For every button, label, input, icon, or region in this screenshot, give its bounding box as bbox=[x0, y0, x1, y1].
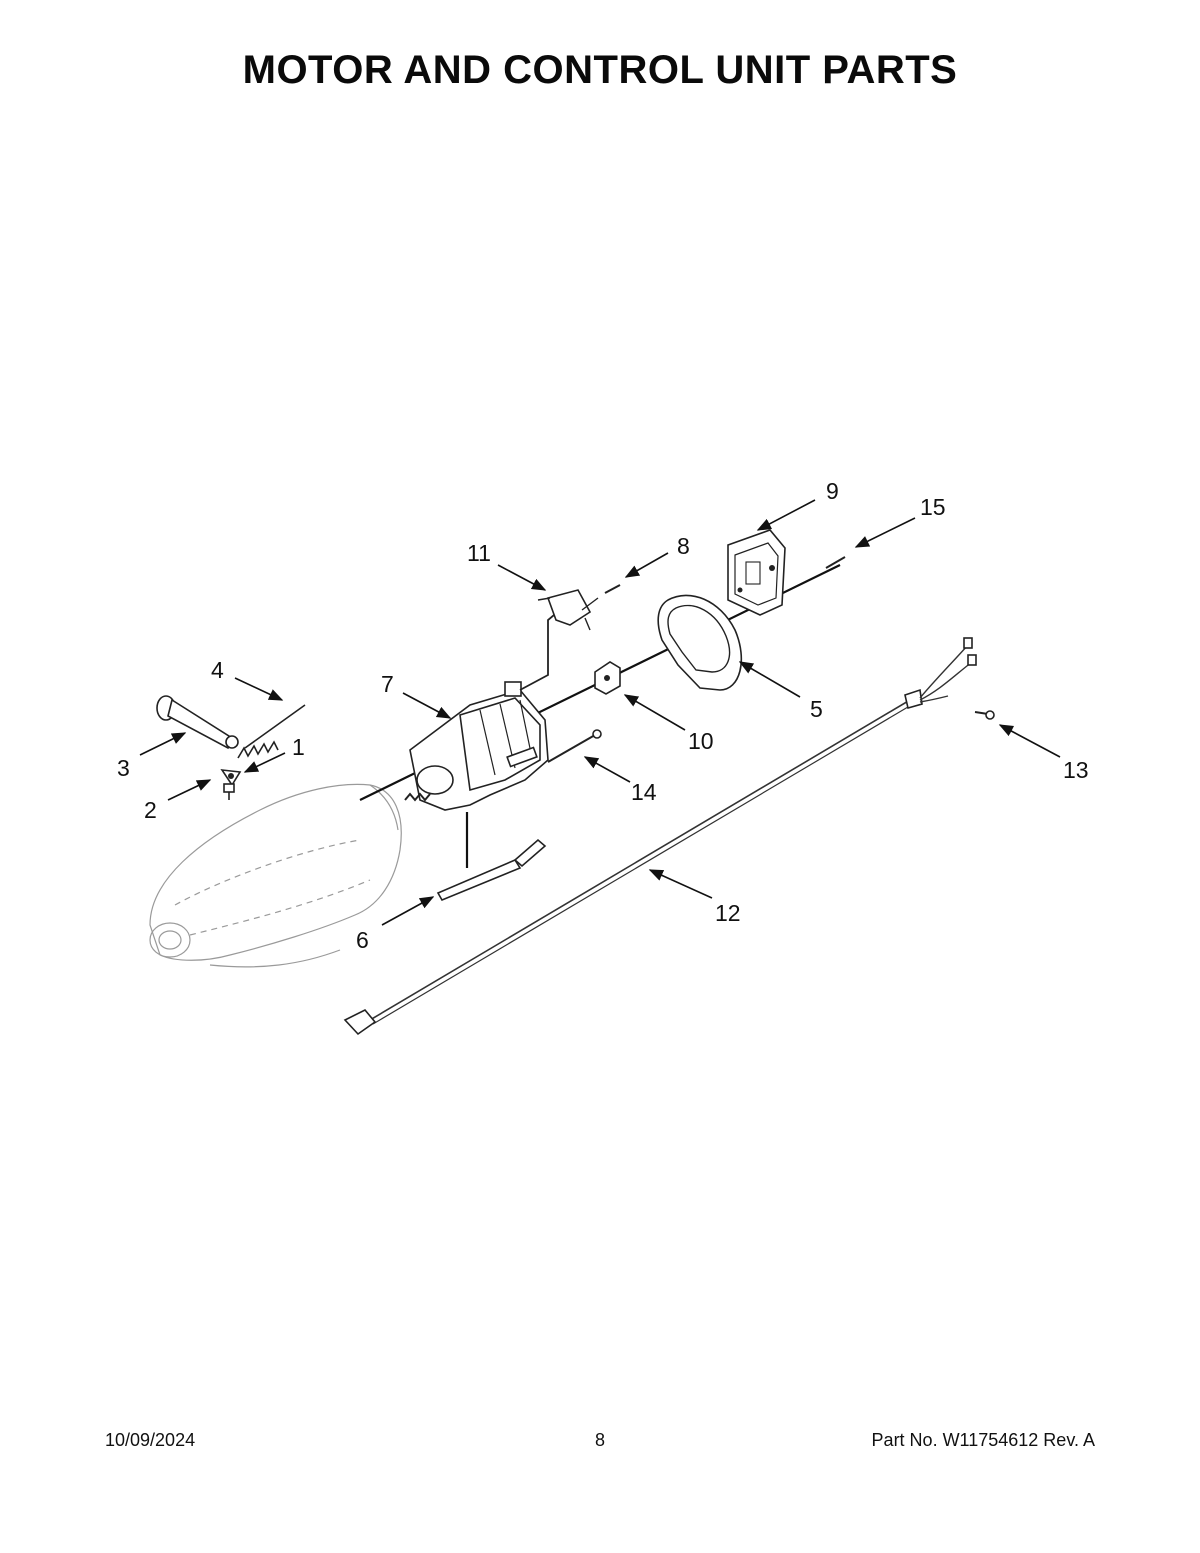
leader-4 bbox=[234, 677, 284, 701]
leader-1 bbox=[243, 752, 286, 773]
callout-13: 13 bbox=[1063, 757, 1089, 783]
part-15-screw bbox=[825, 556, 846, 569]
callout-8: 8 bbox=[677, 533, 690, 559]
part-2-screw bbox=[223, 783, 235, 800]
callout-leaders bbox=[139, 499, 1061, 926]
mixer-head-housing-ghost bbox=[149, 783, 402, 968]
callout-6: 6 bbox=[356, 927, 369, 953]
callout-11: 11 bbox=[467, 540, 491, 566]
leader-2 bbox=[167, 779, 212, 801]
callout-9: 9 bbox=[826, 478, 839, 504]
part-13-screw bbox=[974, 710, 995, 720]
part-4-spring-rod bbox=[237, 704, 306, 759]
leader-7 bbox=[402, 692, 452, 719]
part-3-lever-arm bbox=[156, 695, 239, 750]
leader-14 bbox=[583, 756, 631, 783]
leader-6 bbox=[381, 896, 435, 926]
page-title: MOTOR AND CONTROL UNIT PARTS bbox=[242, 48, 958, 92]
callout-4: 4 bbox=[211, 657, 224, 683]
footer-date: 10/09/2024 bbox=[105, 1430, 196, 1450]
leader-15 bbox=[854, 517, 916, 548]
footer-page-number: 8 bbox=[594, 1430, 605, 1450]
part-11-wire-harness bbox=[519, 589, 599, 691]
part-10-sensor bbox=[594, 661, 621, 695]
leader-13 bbox=[998, 724, 1061, 758]
leader-3 bbox=[139, 732, 187, 756]
callout-1: 1 bbox=[292, 734, 305, 760]
leader-8 bbox=[624, 552, 669, 578]
callout-2: 2 bbox=[144, 797, 157, 823]
part-7-motor bbox=[404, 681, 549, 811]
callout-14: 14 bbox=[631, 779, 657, 805]
callout-5: 5 bbox=[810, 696, 823, 722]
part-12-power-cord bbox=[343, 637, 977, 1036]
part-1-washer bbox=[220, 769, 242, 787]
leader-11 bbox=[497, 564, 547, 591]
leader-12 bbox=[648, 869, 713, 899]
callout-15: 15 bbox=[920, 494, 946, 520]
leader-10 bbox=[623, 694, 686, 731]
leader-9 bbox=[756, 499, 816, 531]
part-14-long-screw bbox=[547, 729, 602, 763]
part-5-gasket bbox=[657, 594, 743, 691]
part-8-screw bbox=[604, 584, 621, 594]
leader-5 bbox=[738, 661, 801, 698]
part-9-control-board bbox=[727, 529, 786, 616]
callout-labels: 1 2 3 4 5 6 7 8 9 10 11 12 13 14 15 bbox=[117, 478, 1089, 953]
part-6-rod-bracket bbox=[436, 812, 547, 902]
footer-part-number: Part No. W11754612 Rev. A bbox=[871, 1430, 1095, 1450]
callout-12: 12 bbox=[715, 900, 741, 926]
callout-7: 7 bbox=[381, 671, 394, 697]
callout-10: 10 bbox=[688, 728, 714, 754]
callout-3: 3 bbox=[117, 755, 130, 781]
